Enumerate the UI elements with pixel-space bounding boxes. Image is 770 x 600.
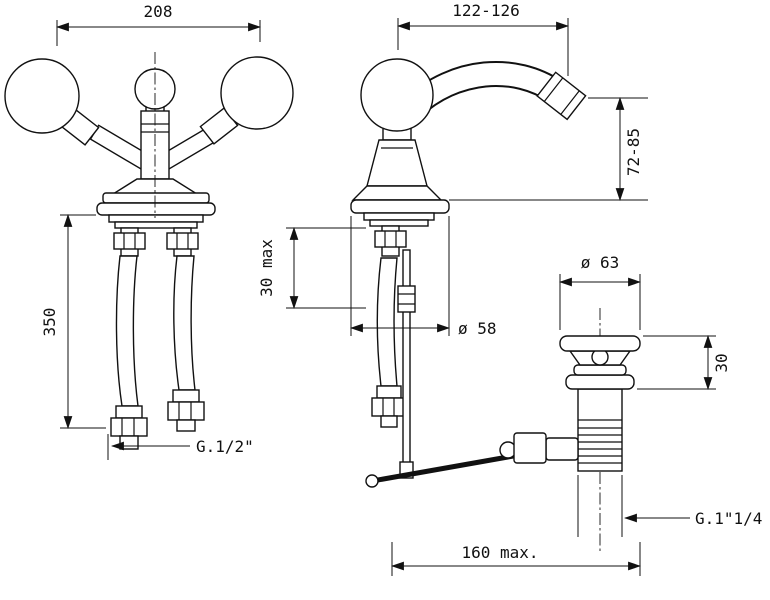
dim-waste-flange-diameter: ø 63: [581, 253, 620, 272]
side-body: [366, 139, 428, 187]
dim-front-width: 208: [144, 2, 173, 21]
left-hose-nut: [110, 417, 148, 437]
front-view: [4, 52, 294, 450]
side-crystal-handle: [360, 58, 434, 132]
waste-body: [577, 388, 623, 472]
side-mounting-nut: [374, 230, 407, 248]
side-base: [350, 199, 450, 214]
waste-flange: [559, 335, 641, 352]
left-crystal-handle: [4, 58, 80, 134]
right-mounting-nut: [166, 232, 199, 250]
dim-waste-thread: G.1"1/4: [695, 509, 762, 528]
side-supply-hose: [376, 257, 398, 387]
dim-waste-top-height: 30: [712, 353, 731, 372]
base-flange-upper: [102, 192, 210, 204]
dim-deck-max: 30 max: [257, 239, 276, 297]
right-crystal-handle: [220, 56, 294, 130]
dim-hose-length: 350: [40, 308, 59, 337]
lever-tee: [545, 437, 579, 461]
dim-base-diameter: ø 58: [458, 319, 497, 338]
left-supply-hose: [115, 255, 139, 407]
dim-side-depth: 122-126: [452, 1, 519, 20]
left-mounting-nut: [113, 232, 146, 250]
spout-nozzle: [536, 71, 587, 121]
side-view: [350, 58, 587, 479]
waste-assembly: [365, 308, 641, 552]
right-supply-hose: [173, 255, 196, 391]
washer: [114, 221, 198, 229]
dimensions: 208 122-126 72-85 350 30 max ø 58 ø 63: [40, 1, 762, 576]
dim-supply-thread: G.1/2": [196, 437, 254, 456]
dim-lever-reach: 160 max.: [461, 543, 538, 562]
washer: [108, 214, 204, 223]
pop-up-rod: [402, 249, 411, 473]
lever-ball-end: [365, 474, 379, 488]
rod-adjuster: [397, 285, 416, 313]
knurled-nut: [513, 432, 547, 464]
side-hose-nut: [371, 397, 407, 417]
base-flange-lower: [96, 202, 216, 216]
dim-spout-height: 72-85: [624, 128, 643, 176]
right-hose-nut: [167, 401, 205, 421]
